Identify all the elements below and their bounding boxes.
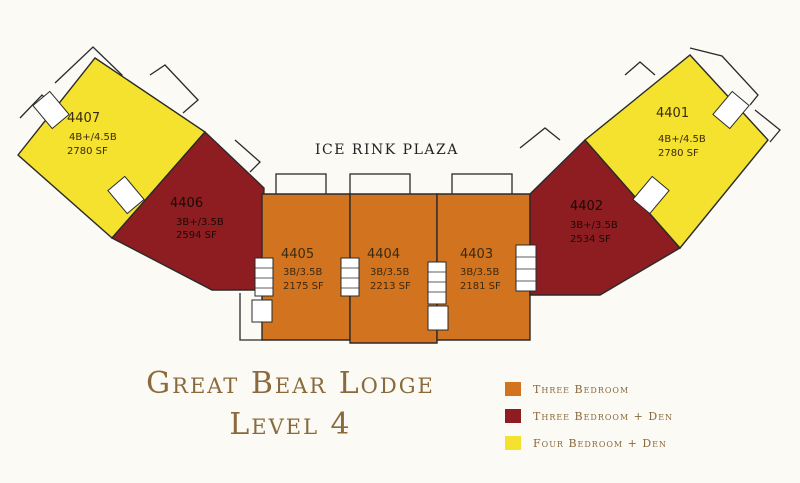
elevator-core-4403	[427, 305, 449, 331]
unit-4403-number: 4403	[460, 247, 493, 262]
legend-item-three-bedroom-den: Three Bedroom + Den	[505, 405, 673, 427]
page-title: Great Bear Lodge Level 4	[118, 366, 463, 442]
unit-4402-number: 4402	[570, 199, 603, 214]
unit-4403-beds: 3B/3.5B	[460, 267, 499, 278]
stair-core-4407	[32, 90, 70, 130]
balcony-4402-outline	[519, 127, 561, 149]
unit-4407-beds: 4B+/4.5B	[69, 132, 117, 143]
stair-core-4405	[254, 257, 274, 297]
balcony-4401-right-outline	[754, 109, 781, 143]
stair-core-4407b	[107, 175, 145, 215]
unit-4401-area: 2780 SF	[658, 148, 699, 159]
unit-4404-beds: 3B/3.5B	[370, 267, 409, 278]
legend-label: Four Bedroom + Den	[533, 436, 667, 450]
legend-swatch	[505, 409, 521, 423]
unit-4406-area: 2594 SF	[176, 230, 217, 241]
stair-core-4404	[340, 257, 360, 297]
unit-4401-beds: 4B+/4.5B	[658, 134, 706, 145]
legend-swatch	[505, 382, 521, 396]
stair-core-4401b	[632, 175, 670, 215]
balcony-4405-top	[275, 173, 327, 197]
balcony-4406-outline	[234, 139, 261, 173]
unit-4407-area: 2780 SF	[67, 146, 108, 157]
balcony-4407-right-outline	[149, 64, 199, 114]
core-outline-left	[239, 293, 262, 341]
ice-rink-plaza-label: ICE RINK PLAZA	[315, 142, 459, 158]
stair-core-4401	[712, 90, 750, 130]
title-building-name: Great Bear Lodge	[146, 366, 435, 401]
unit-4401-number: 4401	[656, 106, 689, 121]
unit-4402-area: 2534 SF	[570, 234, 611, 245]
unit-4405-number: 4405	[281, 247, 314, 262]
unit-4406-number: 4406	[170, 196, 203, 211]
elevator-core-4405	[251, 299, 273, 323]
unit-4404-number: 4404	[367, 247, 400, 262]
balcony-4401-outline	[689, 47, 759, 106]
balcony-4404-top	[349, 173, 411, 197]
balcony-4403-top	[451, 173, 513, 197]
unit-4404-area: 2213 SF	[370, 281, 411, 292]
title-level: Level 4	[229, 407, 352, 442]
unit-4405-beds: 3B/3.5B	[283, 267, 322, 278]
unit-4407-number: 4407	[67, 111, 100, 126]
legend: Three Bedroom Three Bedroom + Den Four B…	[505, 378, 673, 459]
unit-4403-area: 2181 SF	[460, 281, 501, 292]
balcony-4401-left-outline	[624, 61, 656, 76]
stair-core-4403	[427, 261, 447, 305]
legend-item-four-bedroom-den: Four Bedroom + Den	[505, 432, 673, 454]
legend-swatch	[505, 436, 521, 450]
unit-4405-area: 2175 SF	[283, 281, 324, 292]
unit-4402-beds: 3B+/3.5B	[570, 220, 618, 231]
legend-item-three-bedroom: Three Bedroom	[505, 378, 673, 400]
legend-label: Three Bedroom + Den	[533, 409, 674, 423]
stair-core-4402	[515, 244, 537, 292]
unit-4406-beds: 3B+/3.5B	[176, 217, 224, 228]
legend-label: Three Bedroom	[533, 382, 630, 396]
